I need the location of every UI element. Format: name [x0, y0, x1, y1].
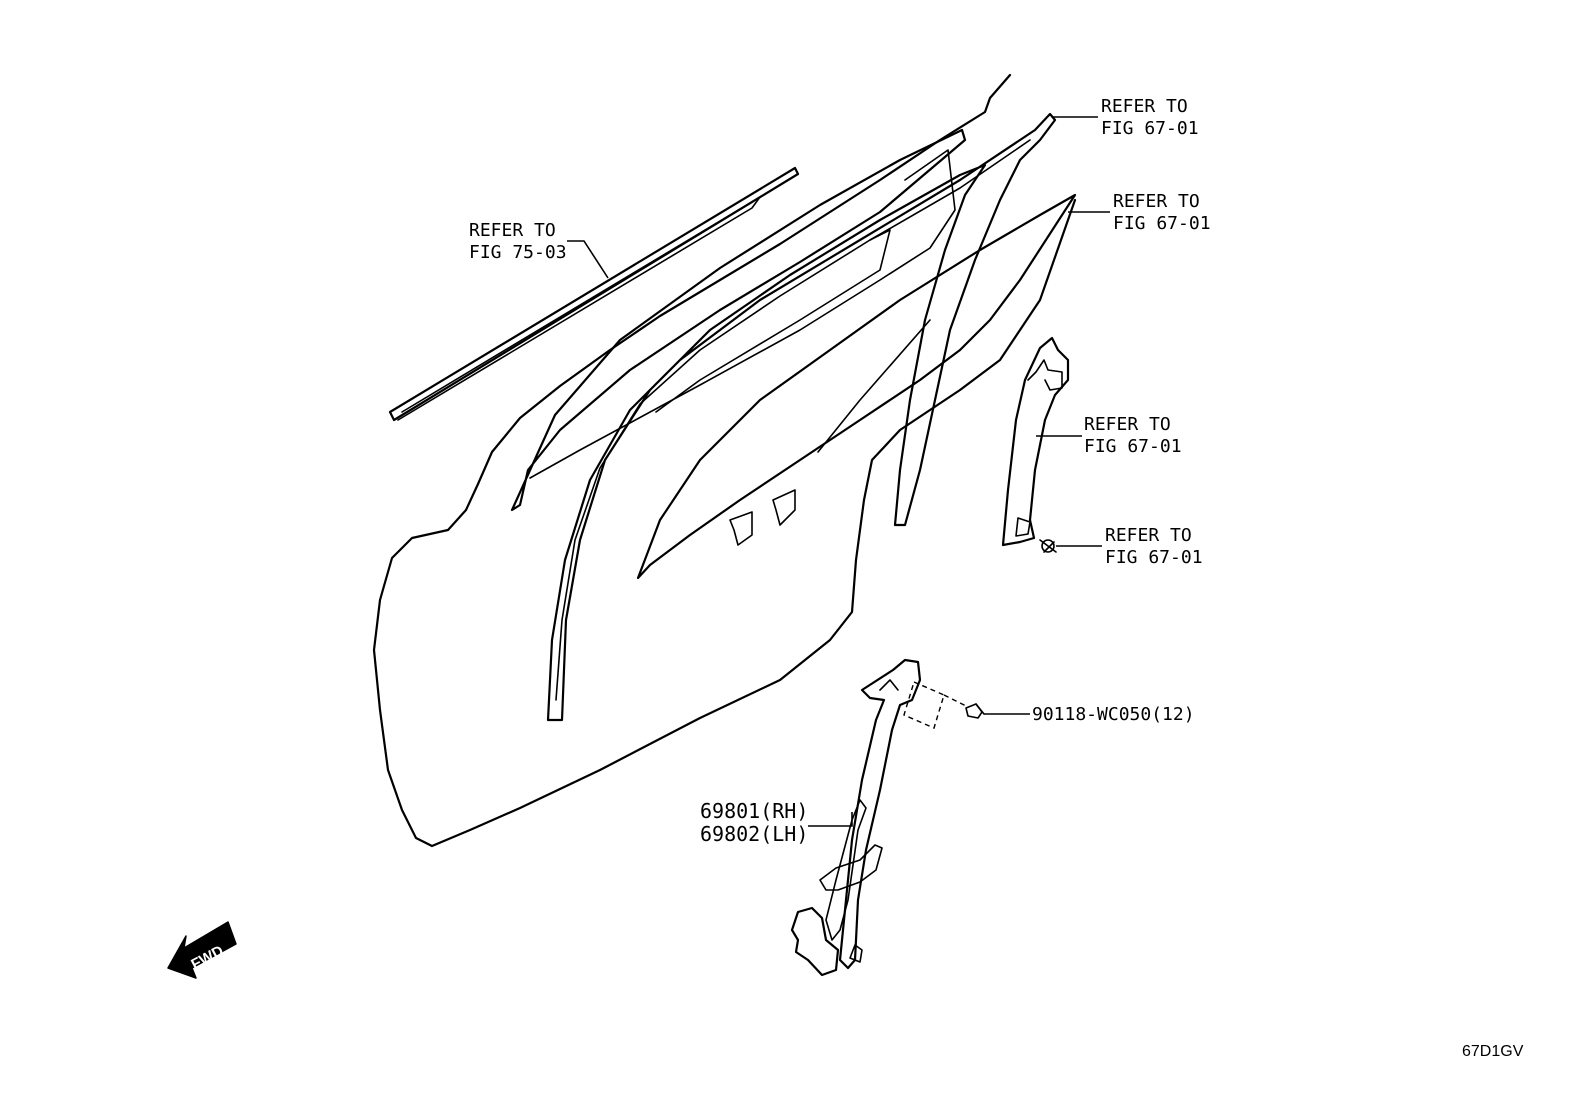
outer-weatherstrip	[388, 166, 800, 422]
callout-clip: REFER TO FIG 67-01	[1105, 525, 1203, 568]
part-number-regulator-lh: 69802(LH)	[700, 822, 808, 846]
callout-clip-line2: FIG 67-01	[1105, 547, 1203, 568]
callout-door-glass-line1: REFER TO	[1113, 191, 1200, 212]
callout-rear-channel: REFER TO FIG 67-01	[1084, 414, 1182, 457]
callout-weatherstrip-line2: FIG 75-03	[469, 242, 567, 263]
clip-fastener-icon	[1039, 539, 1057, 553]
run-channel	[546, 112, 1057, 722]
callout-door-glass: REFER TO FIG 67-01	[1113, 191, 1211, 234]
callout-door-glass-line2: FIG 67-01	[1113, 213, 1211, 234]
leader-lines	[567, 116, 1110, 827]
bolt-icon	[903, 681, 985, 729]
callout-run-channel: REFER TO FIG 67-01	[1101, 96, 1199, 139]
part-number-bolt: 90118-WC050(12)	[1032, 704, 1195, 725]
door-glass	[636, 193, 1077, 580]
fwd-arrow-icon: FWD	[167, 921, 237, 979]
rear-lower-channel	[1001, 336, 1070, 547]
callout-clip-line1: REFER TO	[1105, 525, 1192, 546]
callout-rear-channel-line1: REFER TO	[1084, 414, 1171, 435]
callout-weatherstrip-line1: REFER TO	[469, 220, 556, 241]
callout-run-channel-line2: FIG 67-01	[1101, 118, 1199, 139]
part-number-regulator-rh: 69801(RH)	[700, 799, 808, 823]
window-regulator	[790, 658, 922, 977]
callout-rear-channel-line2: FIG 67-01	[1084, 436, 1182, 457]
door-panel	[372, 73, 1077, 848]
callout-run-channel-line1: REFER TO	[1101, 96, 1188, 117]
figure-id: 67D1GV	[1462, 1043, 1524, 1060]
callout-weatherstrip: REFER TO FIG 75-03	[469, 220, 567, 263]
glass-channel-tabs	[729, 489, 796, 546]
